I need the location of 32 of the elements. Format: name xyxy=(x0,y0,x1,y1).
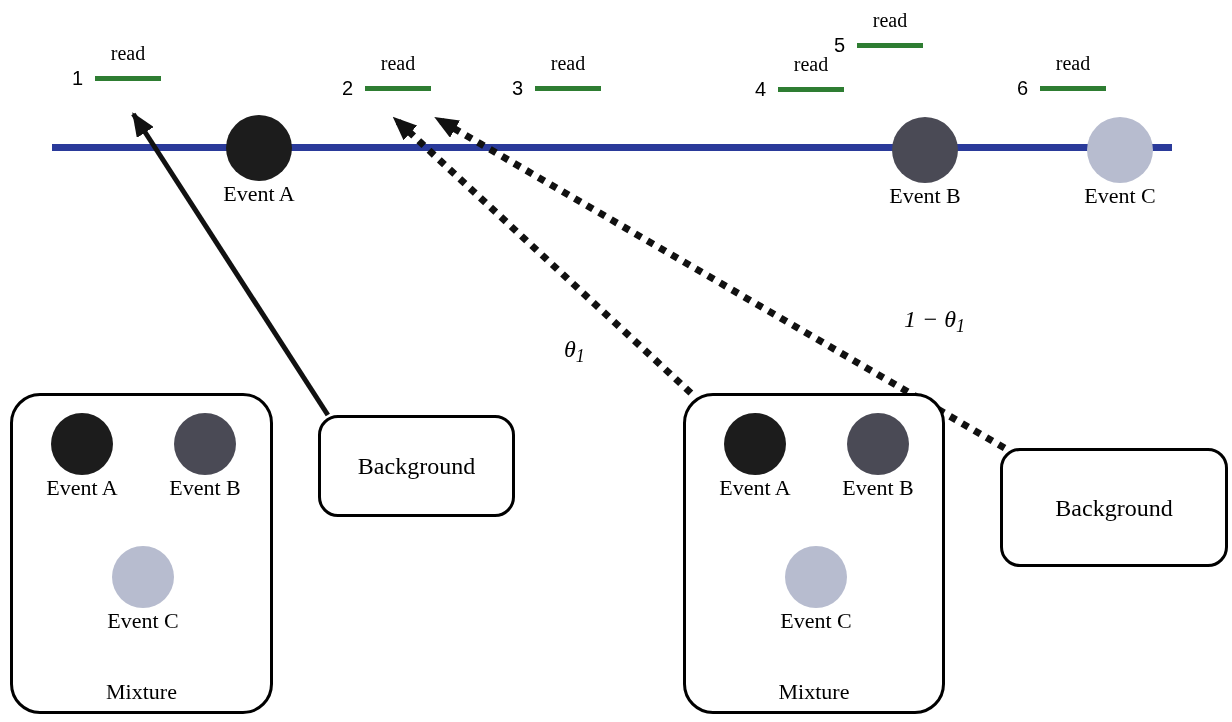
read-label: read xyxy=(793,53,829,75)
group-title: Mixture xyxy=(778,679,850,705)
process-box xyxy=(318,415,515,517)
read-number: 4 xyxy=(755,78,767,100)
read-number: 3 xyxy=(512,77,524,99)
event-label: Event A xyxy=(719,475,791,501)
event-label: Event A xyxy=(46,475,118,501)
read-label: read xyxy=(550,52,586,74)
event-label: Event B xyxy=(169,475,241,501)
read-label: read xyxy=(110,42,146,64)
read-label: read xyxy=(1055,52,1091,74)
event-label: Event B xyxy=(889,183,961,209)
box-label: Background xyxy=(357,452,476,480)
read-label: read xyxy=(872,9,908,31)
group-title: Mixture xyxy=(106,679,177,705)
event-label: Event C xyxy=(1084,183,1156,209)
read-number: 2 xyxy=(342,77,354,99)
arrow xyxy=(131,112,330,417)
event-label: Event C xyxy=(107,608,179,634)
box-label: Background xyxy=(1055,493,1173,522)
mixture-box xyxy=(10,393,273,714)
dashed-arrow xyxy=(391,115,694,396)
dashed-arrow xyxy=(434,114,1007,452)
read-number: 6 xyxy=(1017,77,1029,99)
event-label: Event C xyxy=(780,608,852,634)
event-label: Event A xyxy=(223,181,295,207)
mixture-box xyxy=(683,393,945,714)
read-number: 1 xyxy=(72,67,84,89)
process-box xyxy=(1000,448,1228,567)
read-label: read xyxy=(380,52,416,74)
read-number: 5 xyxy=(834,34,846,56)
event-label: Event B xyxy=(842,475,914,501)
